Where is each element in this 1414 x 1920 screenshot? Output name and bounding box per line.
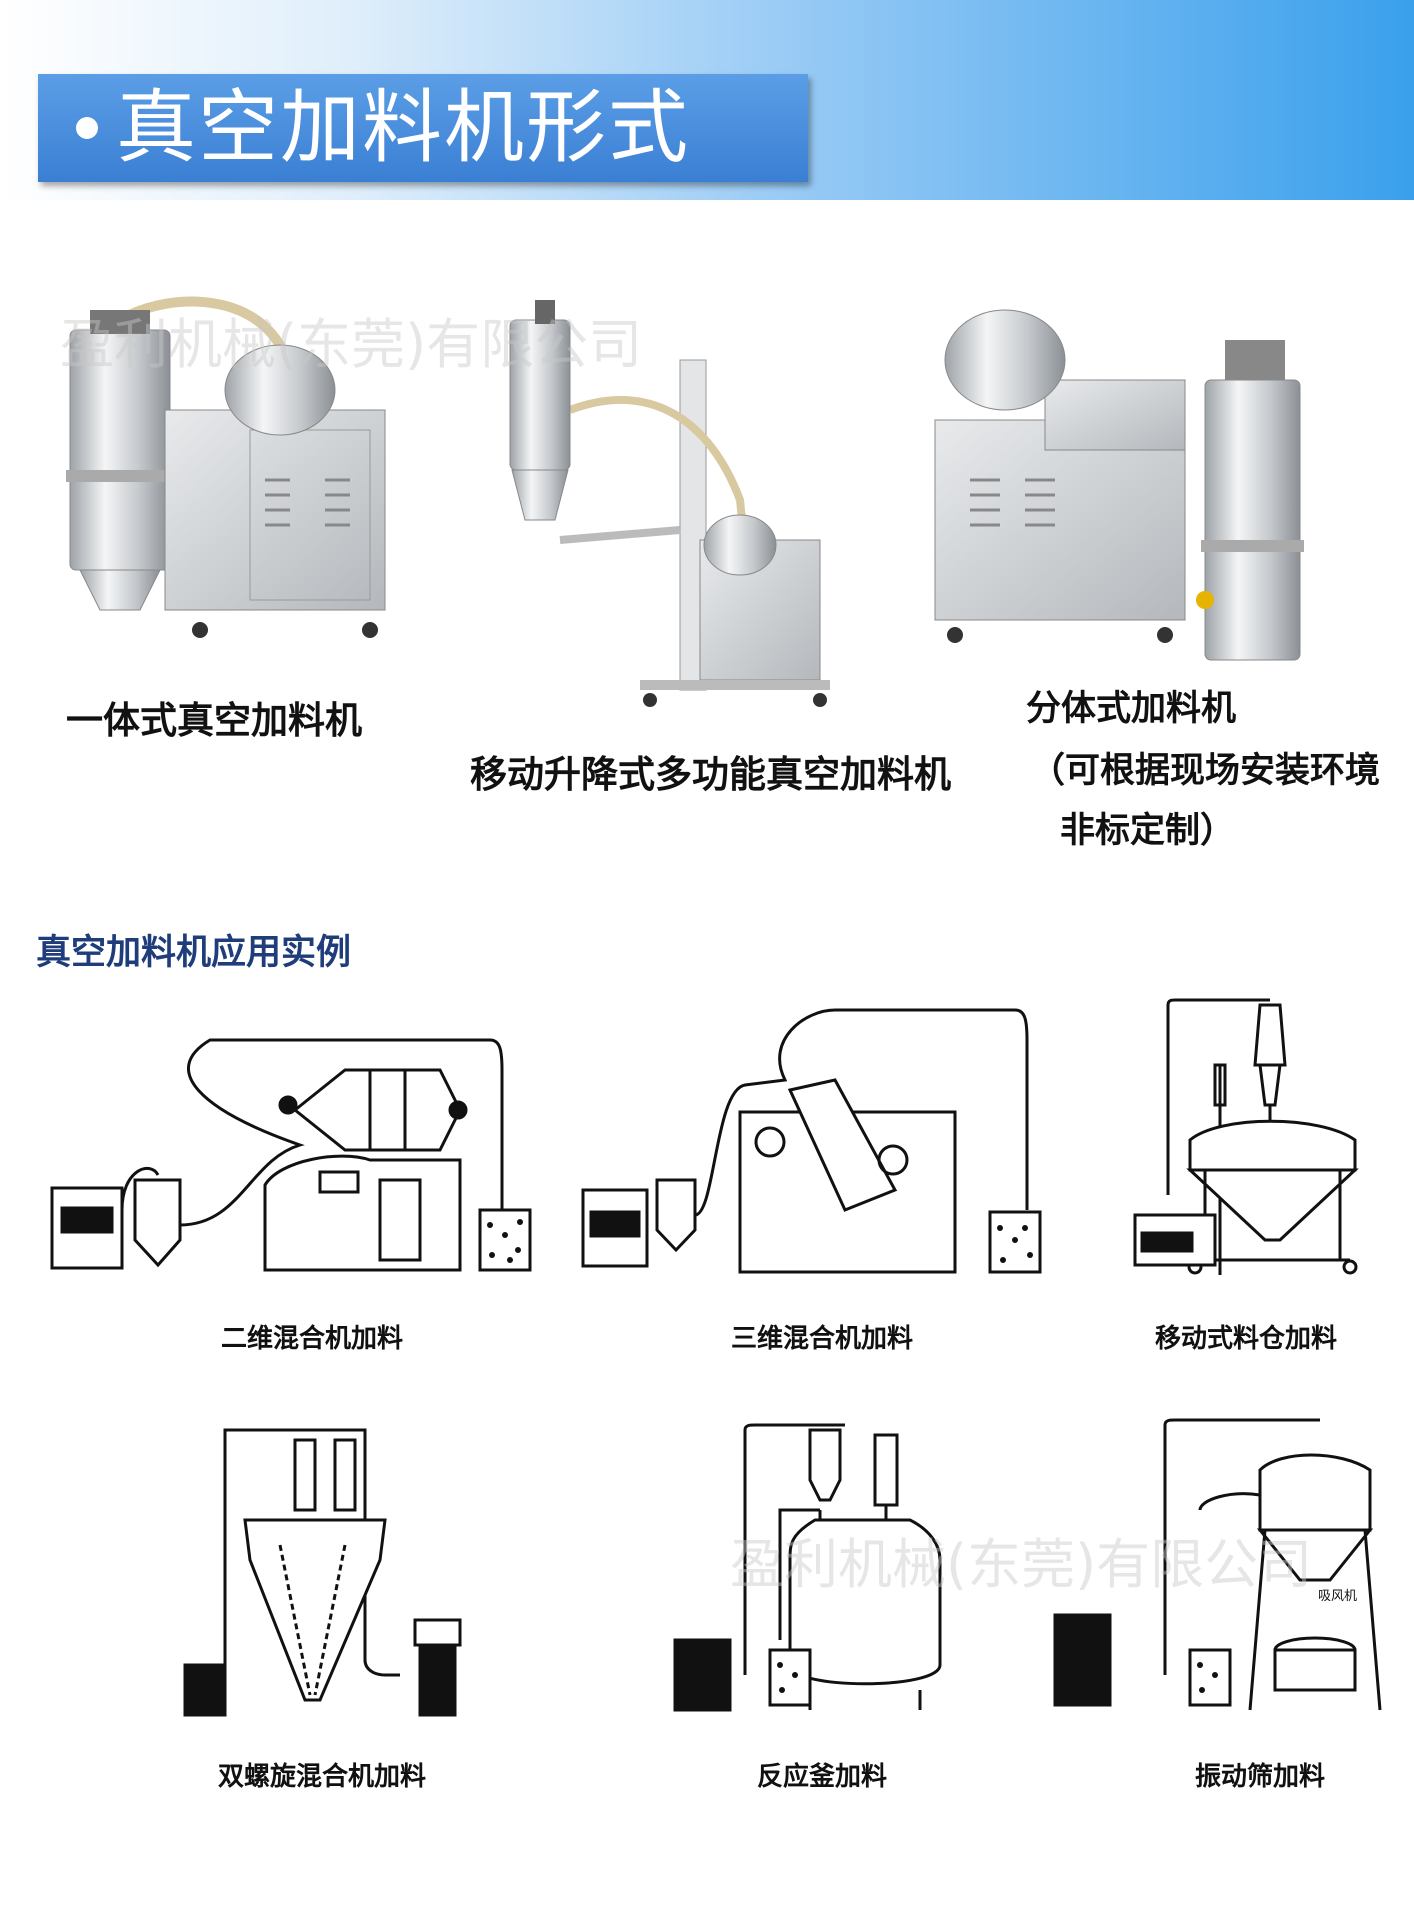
diagram-label-mobile-silo: 移动式料仓加料 [1154,1324,1338,1354]
diagram-3d-mixer [581,1008,1042,1274]
blower-sign: 吸风机 [1318,1589,1357,1604]
diagram-mobile-silo [1133,998,1359,1275]
product-label-split: 分体式加料机 [1026,689,1237,729]
title-bar: 真空加料机形式 [38,74,808,182]
diagram-label-double-helix: 双螺旋混合机加料 [217,1762,427,1792]
diagram-vibrating-sieve: 吸风机 [1053,1418,1382,1711]
diagram-double-helix-mixer [183,1428,462,1717]
product-note-line1: （可根据现场安装环境 [1030,751,1381,791]
product-note-line2: 非标定制） [1060,811,1236,851]
diagram-label-2d-mixer: 二维混合机加料 [220,1324,404,1354]
diagram-label-vibrating-sieve: 振动筛加料 [1194,1762,1326,1792]
bullet-icon [76,117,98,139]
integrated-vacuum-loader-image [66,296,386,638]
diagram-reactor [673,1423,942,1712]
product-label-mobile: 移动升降式多功能真空加料机 [470,753,951,796]
page-title: 真空加料机形式 [116,81,690,174]
applications-heading: 真空加料机应用实例 [36,933,352,973]
split-vacuum-loader-image [934,309,1304,661]
product-label-integrated: 一体式真空加料机 [66,699,362,742]
mobile-lifting-vacuum-loader-image [509,300,830,707]
diagram-2d-mixer [50,1038,532,1272]
diagram-label-reactor: 反应釜加料 [756,1762,888,1792]
diagram-label-3d-mixer: 三维混合机加料 [730,1324,914,1354]
